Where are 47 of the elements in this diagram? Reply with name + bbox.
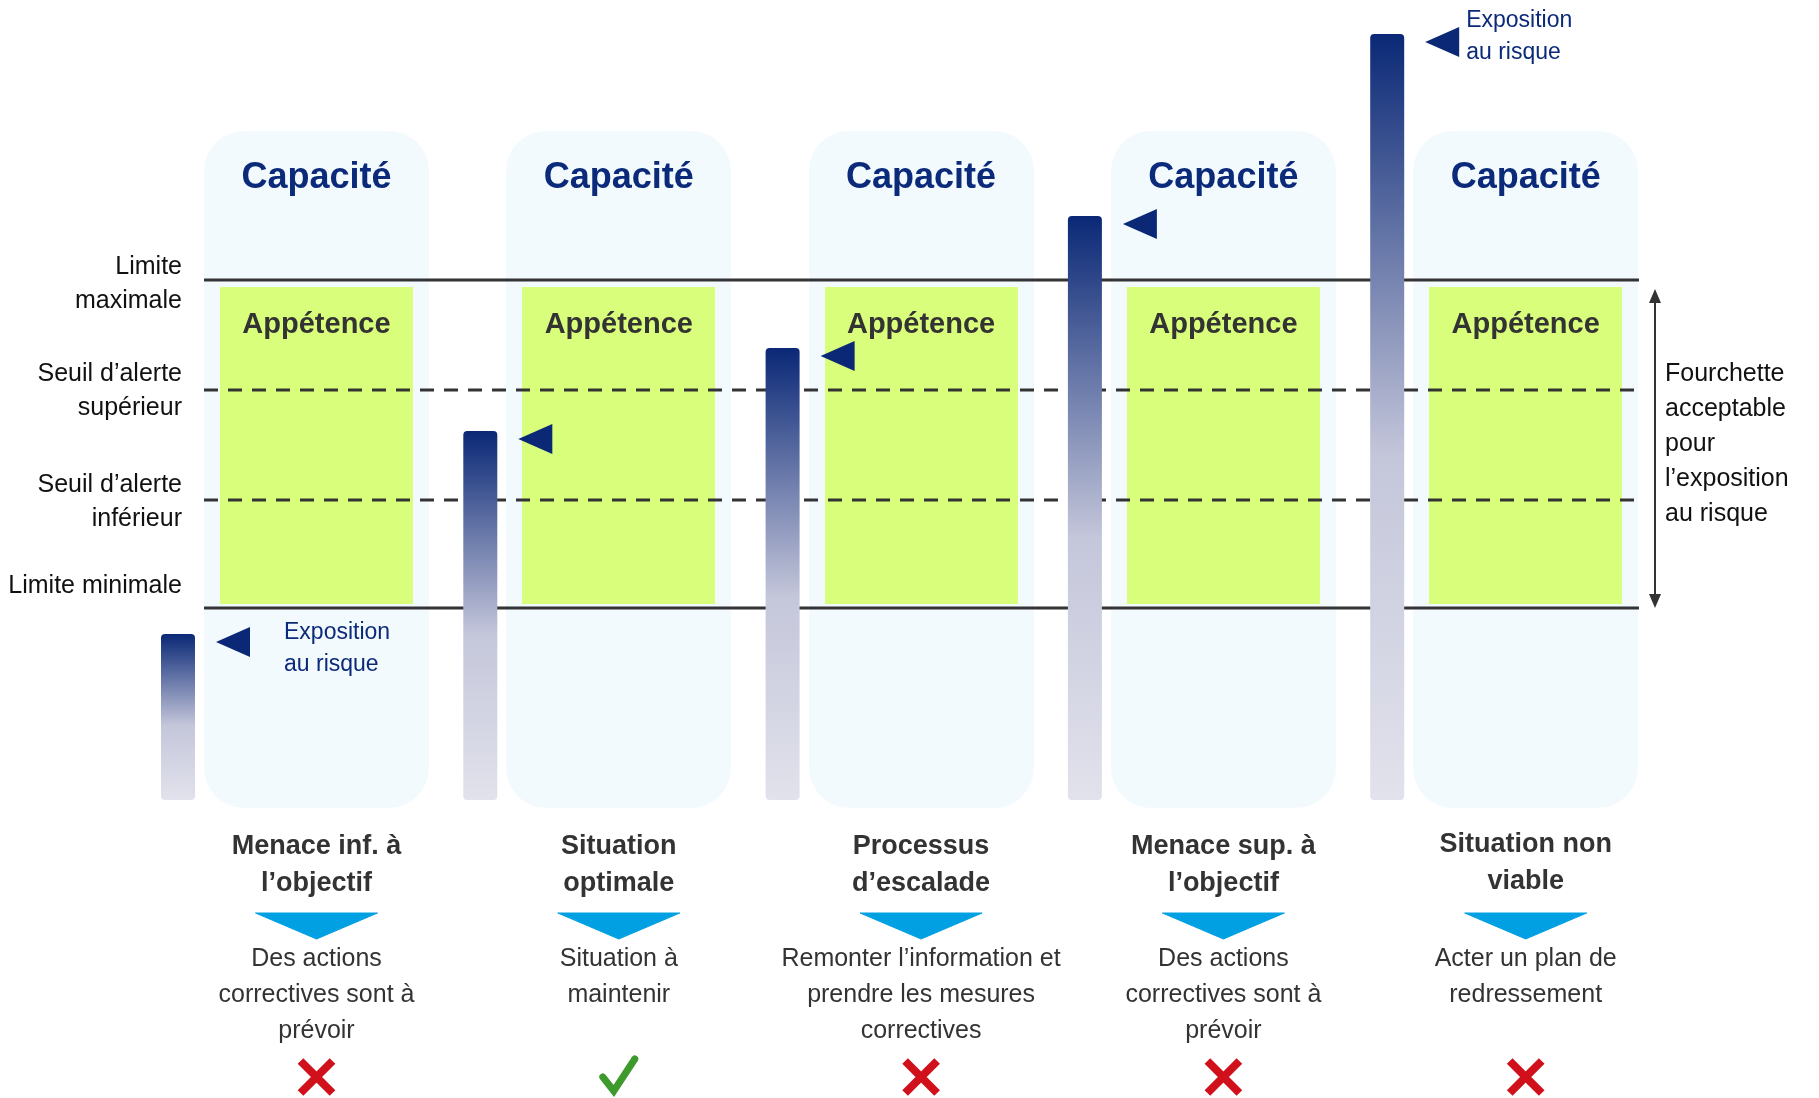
chevron-arrow [1161,912,1285,940]
outcome-description: Acter un plan de redressement [1433,942,1618,1009]
chevron-arrow [859,912,983,940]
capacity-column [506,131,732,808]
column-heading: Capacité [1449,155,1602,197]
outcome-title: Situation optimale [560,829,678,899]
exposure-bar [463,431,498,800]
outcome-description: Situation à maintenir [558,942,679,1009]
chevron-arrow [1464,912,1588,940]
outcome-description: Des actions correctives sont à prévoir [218,942,415,1045]
appetite-box [1126,287,1320,604]
box-heading: Appétence [1148,306,1299,341]
appetite-box [522,287,716,604]
capacity-column [1413,131,1639,808]
threshold-label: Seuil d’alerte supérieur [36,357,182,422]
chevron-arrow [557,912,681,940]
exposure-label: Exposition au risque [1466,5,1574,66]
exposure-bar [1067,216,1102,800]
threshold-label: Limite maximale [74,250,182,315]
threshold-label: Seuil d’alerte inférieur [36,468,182,533]
exposure-bar [765,348,800,800]
box-heading: Appétence [1450,306,1601,341]
outcome-title: Menace sup. à l’objectif [1130,829,1317,899]
exposure-bar [1370,34,1405,800]
outcome-title: Menace inf. à l’objectif [230,829,403,899]
outcome-description: Remonter l’information et prendre les mesures correctives [780,942,1062,1045]
threshold-label: Limite minimale [7,569,182,600]
box-heading: Appétence [241,306,392,341]
exposure-bar [161,634,195,800]
appetite-box [1429,287,1623,604]
column-heading: Capacité [845,155,998,197]
box-heading: Appétence [543,306,694,341]
column-heading: Capacité [1147,155,1300,197]
range-label: Fourchette acceptable pour l’exposition au risque [1665,357,1790,528]
capacity-column [808,131,1034,808]
capacity-column [1110,131,1336,808]
column-heading: Capacité [240,155,393,197]
chevron-arrow [255,912,378,940]
appetite-box [824,287,1018,604]
outcome-title: Situation non viable [1438,827,1613,897]
appetite-box [220,287,413,604]
outcome-description: Des actions correctives sont à prévoir [1125,942,1322,1045]
column-heading: Capacité [542,155,695,197]
exposure-label: Exposition au risque [284,617,392,678]
capacity-column [204,131,429,808]
box-heading: Appétence [845,306,997,341]
outcome-title: Processus d’escalade [851,829,992,899]
